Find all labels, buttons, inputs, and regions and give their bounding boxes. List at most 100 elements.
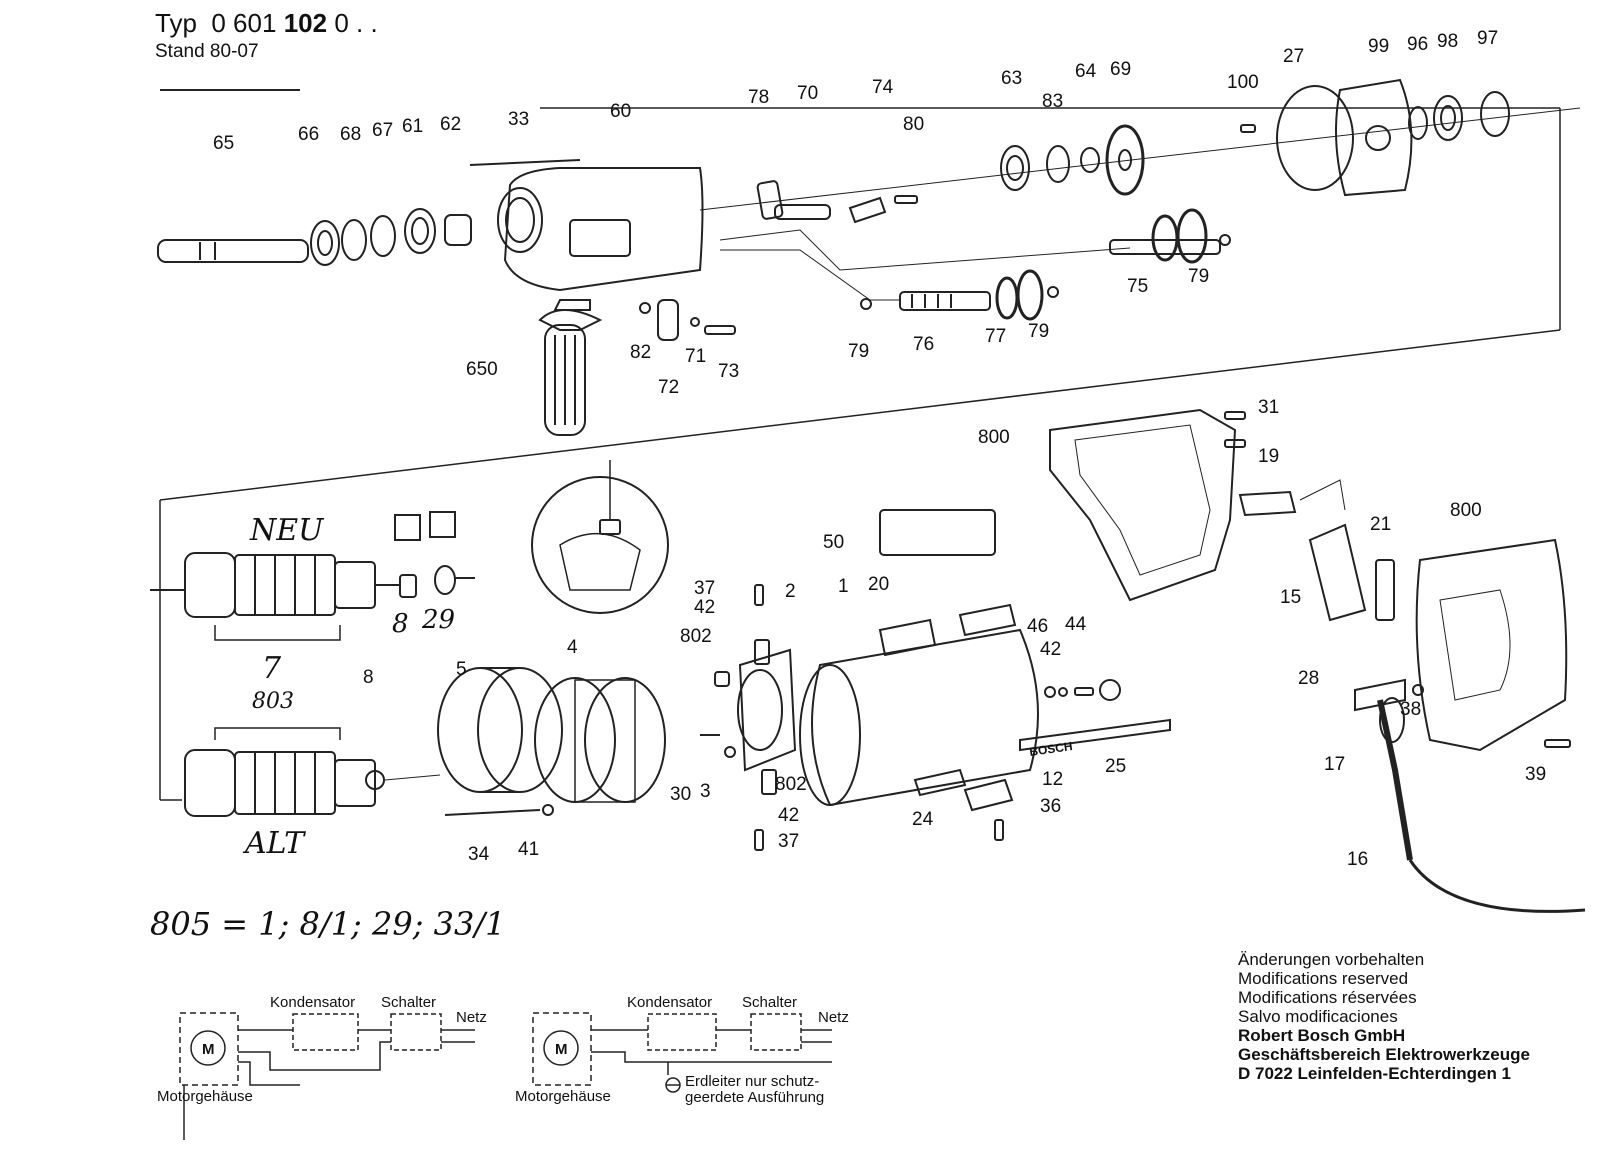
- stand-date: Stand 80-07: [155, 41, 259, 62]
- armature-old: [234, 751, 336, 815]
- gear-69: [1105, 124, 1145, 196]
- nameplate-50: [879, 509, 996, 556]
- callout-1: 1: [838, 576, 849, 597]
- callout-27: 27: [1283, 46, 1304, 67]
- callout-8-hand: 8: [392, 609, 409, 639]
- baffle-5: [437, 667, 523, 793]
- type-number: Typ 0 601 102 0 . .: [155, 8, 378, 39]
- callout-36: 36: [1040, 796, 1061, 817]
- callout-802-a: 802: [680, 626, 712, 647]
- company-address: D 7022 Leinfelden-Echterdingen 1: [1238, 1064, 1512, 1083]
- nut-12: [963, 778, 1014, 812]
- side-handle: [544, 324, 586, 436]
- callout-83: 83: [1042, 91, 1063, 112]
- handle-housing: [1049, 408, 1586, 913]
- callout-37-a: 37: [694, 578, 715, 599]
- ring-part: [341, 219, 367, 261]
- callout-64: 64: [1075, 61, 1097, 82]
- callout-24: 24: [912, 809, 934, 830]
- wiring-right-kondensator: Kondensator: [627, 994, 712, 1011]
- wiring-left-kondensator: Kondensator: [270, 994, 355, 1011]
- label-neu: NEU: [249, 513, 325, 548]
- switch-15: [1308, 523, 1367, 622]
- company-division: Geschäftsbereich Elektrowerkzeuge: [1238, 1045, 1530, 1064]
- handle-shell-800-right: [1415, 538, 1568, 752]
- callout-61: 61: [402, 116, 423, 137]
- brush-holder: [756, 180, 784, 220]
- motor-parts: [437, 460, 1171, 851]
- typ-suffix: 0 . .: [334, 8, 378, 38]
- callout-33: 33: [508, 109, 529, 130]
- callout-labels: 65 66 68 67 61 62 33 60 78 70 74 80 63 8…: [213, 28, 1546, 870]
- callout-15: 15: [1280, 587, 1301, 608]
- gear-77: [995, 276, 1019, 320]
- callout-25: 25: [1105, 756, 1126, 777]
- washer-part: [370, 215, 396, 257]
- sleeve-part: [444, 214, 472, 246]
- callout-74: 74: [872, 77, 894, 98]
- detail-circle: [531, 476, 669, 614]
- bearing-8-new: [399, 574, 417, 598]
- brush-plate-2: [738, 648, 797, 772]
- callout-650: 650: [466, 359, 498, 380]
- bearing-98: [1433, 95, 1463, 141]
- callout-20: 20: [868, 574, 889, 595]
- typ-label: Typ: [155, 8, 197, 38]
- callout-70: 70: [797, 83, 818, 104]
- cover-21: [1375, 559, 1395, 621]
- callout-44: 44: [1065, 614, 1087, 635]
- callout-72: 72: [658, 377, 679, 398]
- wiring-left-schalter: Schalter: [381, 994, 436, 1011]
- callout-29-hand: 29: [421, 605, 455, 635]
- callout-69: 69: [1110, 59, 1131, 80]
- callout-65: 65: [213, 133, 234, 154]
- circlip-83: [1046, 145, 1070, 183]
- switch-plate: [569, 219, 631, 257]
- callout-8: 8: [363, 667, 374, 688]
- callout-46: 46: [1027, 616, 1048, 637]
- company-name: Robert Bosch GmbH: [1238, 1026, 1406, 1045]
- notes-block: Änderungen vorbehalten Modifications res…: [1238, 950, 1530, 1083]
- callout-4: 4: [567, 637, 578, 658]
- wiring-diagram-right: Kondensator Schalter Netz Motorgehäuse M…: [515, 994, 849, 1106]
- commutator-new: [334, 561, 376, 609]
- wiring-right-schalter: Schalter: [742, 994, 797, 1011]
- callout-800-a: 800: [978, 427, 1010, 448]
- bearing-8-old: [365, 770, 385, 790]
- nut-97: [1480, 91, 1510, 137]
- callout-5: 5: [456, 659, 467, 680]
- armature-old-fan: [184, 749, 236, 817]
- callout-803-hand: 803: [252, 689, 294, 714]
- callout-3: 3: [700, 781, 711, 802]
- callout-66: 66: [298, 124, 319, 145]
- callout-82: 82: [630, 342, 651, 363]
- handle-collar: [538, 309, 603, 331]
- callout-37-b: 37: [778, 831, 799, 852]
- callout-77: 77: [985, 326, 1006, 347]
- clamp-part: [657, 299, 679, 341]
- note-es: Salvo modificaciones: [1238, 1007, 1398, 1026]
- label-20: [878, 618, 937, 657]
- callout-17: 17: [1324, 754, 1345, 775]
- o-ring-27: [1276, 85, 1354, 191]
- cord-clamp-28: [1354, 678, 1406, 712]
- callout-12: 12: [1042, 769, 1063, 790]
- armature-new-fan: [184, 552, 236, 618]
- wiring-right-netz: Netz: [818, 1009, 849, 1026]
- callout-63: 63: [1001, 68, 1022, 89]
- cable-16: [1408, 859, 1586, 913]
- callout-68: 68: [340, 124, 361, 145]
- callout-19: 19: [1258, 446, 1279, 467]
- callout-73: 73: [718, 361, 739, 382]
- wiring-left-netz: Netz: [456, 1009, 487, 1026]
- callout-28: 28: [1298, 668, 1319, 689]
- callout-100: 100: [1227, 72, 1259, 93]
- callout-2: 2: [785, 581, 796, 602]
- callout-75: 75: [1127, 276, 1148, 297]
- callout-39: 39: [1525, 764, 1546, 785]
- cord-17: [1377, 699, 1413, 861]
- note-de: Änderungen vorbehalten: [1238, 950, 1425, 969]
- callout-76: 76: [913, 334, 934, 355]
- bosch-brand: BOSCH: [1028, 739, 1073, 759]
- note-fr: Modifications réservées: [1238, 988, 1417, 1007]
